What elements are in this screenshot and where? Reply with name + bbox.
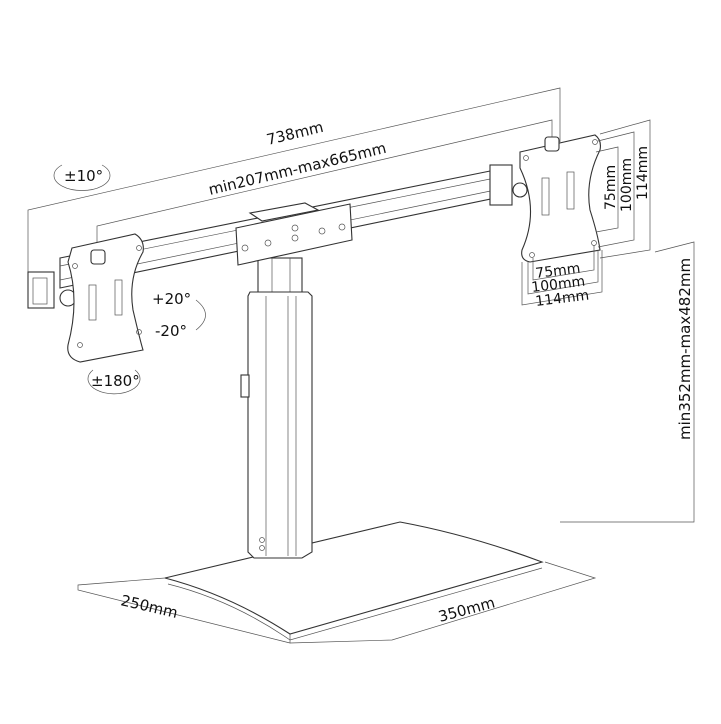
vesa-dimension-lines xyxy=(521,119,651,306)
vesa-vertical-100: 100mm xyxy=(619,158,635,212)
vesa-vertical-75: 75mm xyxy=(603,165,619,210)
tilt-up-label: +20° xyxy=(152,290,191,308)
stand-base xyxy=(164,521,544,635)
swivel-label: ±10° xyxy=(64,167,103,185)
vesa-horizontal-114: 114mm xyxy=(535,288,591,310)
base-width-label: 350mm xyxy=(436,594,497,626)
vesa-horizontal-labels: 75mm 100mm 114mm xyxy=(531,261,591,310)
tilt-indicator: +20° -20° xyxy=(152,290,206,340)
vesa-vertical-114: 114mm xyxy=(635,146,651,200)
rotate-label: ±180° xyxy=(91,372,140,390)
rotate-indicator: ±180° xyxy=(87,369,141,395)
tilt-down-label: -20° xyxy=(155,322,187,340)
vesa-vertical-labels: 75mm 100mm 114mm xyxy=(603,146,651,212)
swivel-indicator: ±10° xyxy=(53,164,111,191)
vesa-horizontal-75: 75mm xyxy=(535,261,582,282)
left-vesa-plate xyxy=(27,233,144,363)
base-depth-label: 250mm xyxy=(119,591,179,622)
stand-column xyxy=(240,257,313,559)
dimension-height: min352mm-max482mm xyxy=(560,241,695,523)
crossbar xyxy=(59,167,506,289)
right-vesa-plate xyxy=(489,134,601,263)
height-range-label: min352mm-max482mm xyxy=(676,258,694,440)
vesa-horizontal-100: 100mm xyxy=(531,274,587,296)
